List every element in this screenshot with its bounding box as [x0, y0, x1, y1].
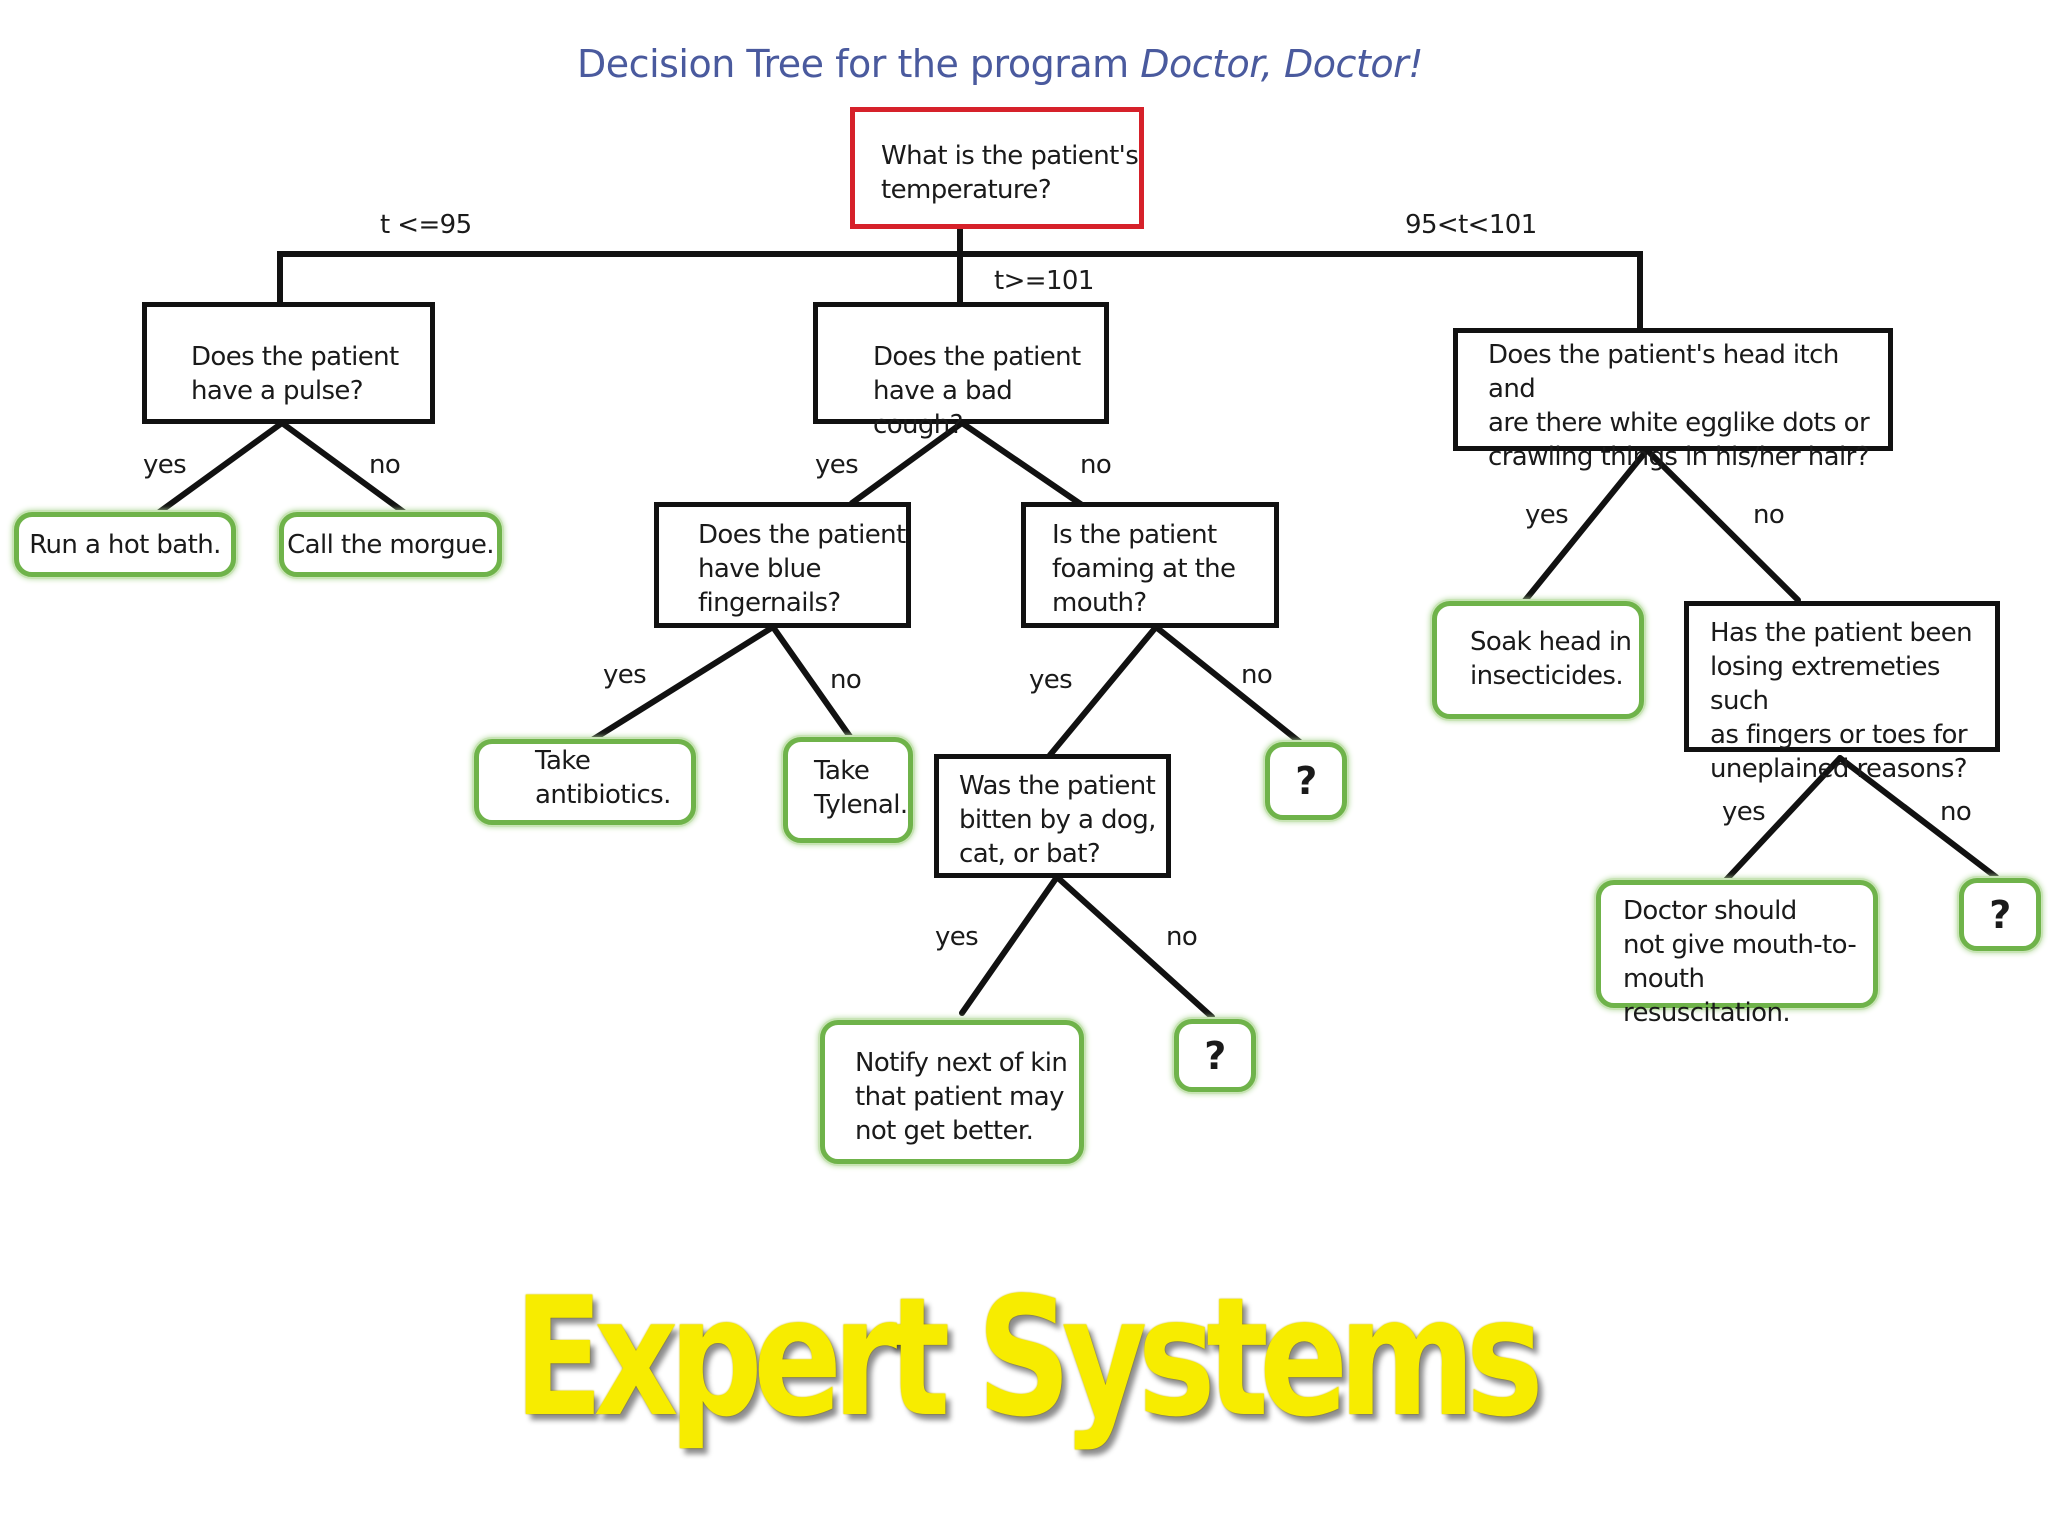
branch-label-high: t>=101	[994, 266, 1094, 296]
cough-yes-label: yes	[815, 450, 859, 480]
expert-systems-banner: Expert Systems	[513, 1262, 1544, 1453]
foaming-yes-label: yes	[1029, 665, 1073, 695]
branch-label-mid: 95<t<101	[1405, 210, 1537, 240]
edge-extrem-no	[1837, 755, 1999, 880]
bitten-question: Was the patient bitten by a dog, cat, or…	[934, 754, 1171, 878]
edge-pulse-yes	[155, 420, 285, 516]
edge-extrem-yes	[1723, 755, 1843, 883]
leaf-bitten-no-unknown: ?	[1174, 1019, 1256, 1092]
edge-pulse-no	[279, 420, 408, 516]
foaming-no-label: no	[1241, 660, 1273, 690]
cough-no-label: no	[1080, 450, 1112, 480]
extremeties-question: Has the patient been losing extremeties …	[1684, 601, 2000, 784]
leaf-foaming-no-unknown: ?	[1265, 742, 1347, 820]
leaf-soak-head: Soak head in insecticides.	[1432, 601, 1644, 719]
head-itch-yes-label: yes	[1525, 500, 1569, 530]
leaf-call-morgue: Call the morgue.	[279, 512, 502, 577]
pulse-yes-label: yes	[143, 450, 187, 480]
extremeties-yes-label: yes	[1722, 797, 1766, 827]
edge-itch-yes	[1520, 447, 1650, 606]
extremeties-no-label: no	[1940, 797, 1972, 827]
leaf-take-antibiotics: Take antibiotics.	[474, 739, 696, 825]
fingernails-no-label: no	[830, 665, 862, 695]
root-temperature-question: What is the patient's temperature?	[850, 107, 1144, 229]
foaming-question: Is the patient foaming at the mouth?	[1021, 502, 1279, 628]
edge-itch-no	[1644, 447, 1801, 603]
diagram-title: Decision Tree for the program Doctor, Do…	[0, 42, 2000, 86]
edge-cough-no	[959, 420, 1085, 508]
head-itch-question: Does the patient's head itch and are the…	[1453, 328, 1893, 472]
pulse-question: Does the patient have a pulse?	[142, 302, 435, 424]
fingernails-yes-label: yes	[603, 660, 647, 690]
edge-foam-yes	[1047, 624, 1159, 758]
branch-label-low: t <=95	[380, 210, 472, 240]
head-itch-no-label: no	[1753, 500, 1785, 530]
edge-cough-yes	[849, 420, 965, 506]
edge-nails-no	[770, 624, 854, 741]
leaf-extremeties-no-unknown: ?	[1959, 878, 2041, 951]
leaf-run-hot-bath: Run a hot bath.	[14, 512, 236, 577]
edge-foam-no	[1153, 624, 1304, 746]
edge-nails-yes	[589, 624, 776, 743]
leaf-notify-next-of-kin: Notify next of kin that patient may not …	[820, 1020, 1084, 1164]
title-prefix: Decision Tree for the program	[577, 42, 1141, 86]
bitten-no-label: no	[1166, 922, 1198, 952]
leaf-no-mouth-to-mouth: Doctor should not give mouth-to- mouth r…	[1596, 880, 1878, 1028]
edge-bitten-no	[1054, 874, 1215, 1020]
cough-question: Does the patient have a bad cough?	[813, 302, 1109, 440]
pulse-no-label: no	[369, 450, 401, 480]
program-name: Doctor, Doctor!	[1140, 42, 1423, 86]
bitten-yes-label: yes	[935, 922, 979, 952]
edge-bitten-yes	[959, 874, 1060, 1016]
leaf-take-tylenal: Take Tylenal.	[783, 737, 913, 843]
fingernails-question: Does the patient have blue fingernails?	[654, 502, 911, 628]
